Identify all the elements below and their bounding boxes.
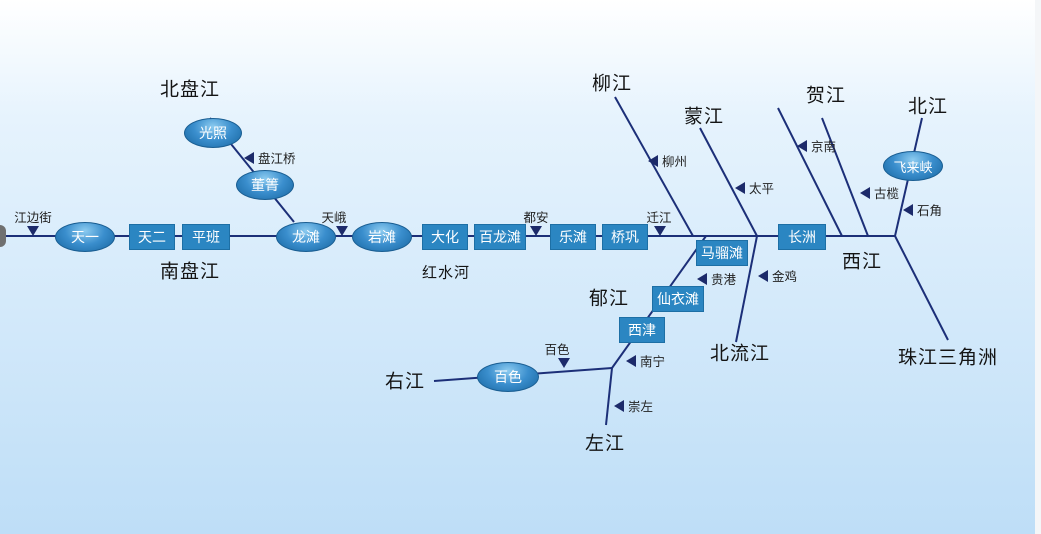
gauge-gulan-label: 古榄 <box>874 186 900 201</box>
liu-river-line <box>614 96 694 237</box>
station-qiaogong: 桥巩 <box>602 224 648 250</box>
gauge-qianjiang-label: 迁江 <box>646 210 672 225</box>
beiliu-river-line <box>735 235 758 343</box>
station-bailongtan: 百龙滩 <box>474 224 526 250</box>
station-tianer: 天二 <box>129 224 175 250</box>
river-zuojiang-label: 左江 <box>584 432 626 455</box>
gauge-taiping: 太平 <box>735 178 774 197</box>
gauge-marker-icon <box>903 203 913 216</box>
gauge-marker-icon <box>797 139 807 152</box>
gauge-marker-icon <box>758 269 768 282</box>
left-scroll-handle[interactable] <box>0 225 6 247</box>
gauge-baise-label: 百色 <box>544 342 570 357</box>
gauge-tiane-icon <box>336 226 348 236</box>
zuo-river-line <box>605 367 613 426</box>
river-nanpanjiang-label: 南盘江 <box>159 260 221 283</box>
he-river-line <box>777 107 843 237</box>
station-pingban: 平班 <box>182 224 230 250</box>
station-yantan: 岩滩 <box>352 222 412 252</box>
gauge-marker-icon <box>648 154 658 167</box>
gauge-duan-icon <box>530 226 542 236</box>
gauge-panjiangqiao: 盘江桥 <box>244 148 296 167</box>
station-guangzhao: 光照 <box>184 118 242 148</box>
station-dahua: 大化 <box>422 224 468 250</box>
gauge-chongzuo: 崇左 <box>614 396 653 415</box>
gauge-jinji-label: 金鸡 <box>772 269 798 284</box>
gauge-jingnan: 京南 <box>797 136 836 155</box>
feilaixia-branch-line <box>821 117 869 237</box>
river-beiliujiang-label: 北流江 <box>709 342 771 365</box>
right-edge-strip <box>1035 0 1041 534</box>
meng-river-line <box>699 127 758 237</box>
gauge-liuzhou-label: 柳州 <box>662 154 688 169</box>
station-malutan: 马骝滩 <box>696 240 748 266</box>
river-hejiang-label: 贺江 <box>805 84 847 107</box>
river-hongshuihe-label: 红水河 <box>421 263 471 282</box>
gauge-baise-icon <box>558 358 570 368</box>
gauge-qianjiang-icon <box>654 226 666 236</box>
river-xijiang-label: 西江 <box>841 250 883 273</box>
gauge-jiangbianjie-label: 江边街 <box>14 210 52 225</box>
river-mengjiang-label: 蒙江 <box>683 105 725 128</box>
station-longtan: 龙滩 <box>276 222 336 252</box>
gauge-taiping-label: 太平 <box>749 181 775 196</box>
gauge-duan-label: 都安 <box>523 210 549 225</box>
gauge-marker-icon <box>626 354 636 367</box>
station-letan: 乐滩 <box>550 224 596 250</box>
station-tianyi: 天一 <box>55 222 115 252</box>
gauge-jiangbianjie-icon <box>27 226 39 236</box>
station-xianyitan: 仙衣滩 <box>652 286 704 312</box>
gauge-marker-icon <box>614 399 624 412</box>
pearl-delta-line <box>894 235 949 341</box>
river-youjiang-label: 右江 <box>384 370 426 393</box>
gauge-marker-icon <box>735 181 745 194</box>
gauge-gulan: 古榄 <box>860 183 899 202</box>
gauge-chongzuo-label: 崇左 <box>628 399 654 414</box>
gauge-liuzhou: 柳州 <box>648 151 687 170</box>
gauge-tiane-label: 天峨 <box>321 210 347 225</box>
station-changzhou: 长洲 <box>778 224 826 250</box>
river-beijiang-label: 北江 <box>907 95 949 118</box>
gauge-jingnan-label: 京南 <box>811 139 837 154</box>
gauge-guigang-label: 贵港 <box>711 272 737 287</box>
river-yujiang-label: 郁江 <box>588 287 630 310</box>
station-feilaixia: 飞来峡 <box>883 151 943 181</box>
gauge-shijiao: 石角 <box>903 200 942 219</box>
station-baise: 百色 <box>477 362 539 392</box>
gauge-jinji: 金鸡 <box>758 266 797 285</box>
gauge-marker-icon <box>860 186 870 199</box>
station-xijin: 西津 <box>619 317 665 343</box>
gauge-nanning: 南宁 <box>626 351 665 370</box>
gauge-shijiao-label: 石角 <box>917 203 943 218</box>
gauge-panjiangqiao-label: 盘江桥 <box>258 151 296 166</box>
gauge-guigang: 贵港 <box>697 269 736 288</box>
river-liujiang-label: 柳江 <box>591 72 633 95</box>
station-dongqing: 董箐 <box>236 170 294 200</box>
river-zhujiangsanjiaozhou-label: 珠江三角洲 <box>897 346 999 369</box>
gauge-marker-icon <box>697 272 707 285</box>
gauge-nanning-label: 南宁 <box>640 354 666 369</box>
gauge-marker-icon <box>244 151 254 164</box>
river-beipanjiang-label: 北盘江 <box>159 78 221 101</box>
